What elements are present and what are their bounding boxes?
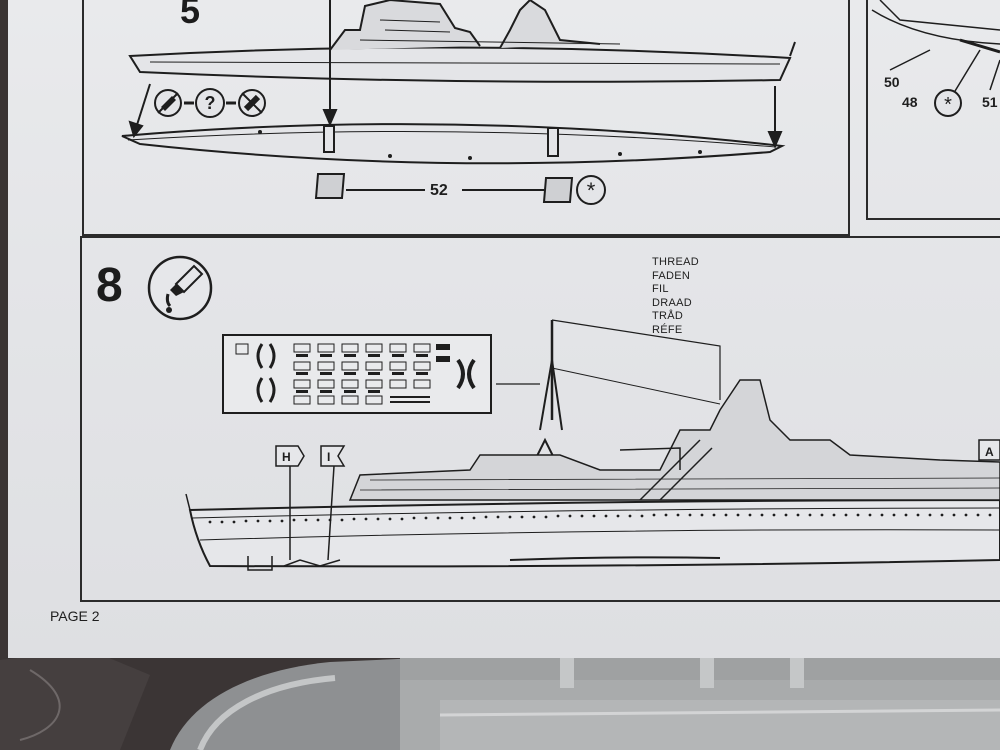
decal-grid <box>235 343 476 405</box>
part-number-51: 51 <box>982 94 998 110</box>
thread-note: THREAD FADEN FIL DRAAD TRÅD RÉFE <box>652 256 699 338</box>
right-panel-drawing <box>871 0 1000 97</box>
thread-line-5: TRÅD <box>652 310 684 323</box>
part-number-48: 48 <box>902 94 918 110</box>
no-glue-icon-left <box>154 89 182 117</box>
step-8-number: 8 <box>96 259 123 312</box>
thread-line-6: RÉFE <box>652 323 683 336</box>
flag-h-label: H <box>282 450 291 464</box>
cement-tube-icon <box>147 255 213 321</box>
thread-line-2: FADEN <box>652 269 691 282</box>
decal-sheet <box>222 334 492 414</box>
part-number-52: 52 <box>430 182 448 199</box>
flag-staffs <box>275 439 1000 561</box>
step-right-panel <box>866 0 1000 220</box>
no-glue-icon-right <box>238 89 266 117</box>
question-icon: ? <box>195 88 225 118</box>
step-5-number: 5 <box>180 0 201 31</box>
step-5-hull-drawing: ? * * <box>121 0 1000 205</box>
thread-line-3: FIL <box>652 283 669 296</box>
asterisk-icon-step5: * <box>576 175 606 205</box>
step-5-panel <box>82 0 850 236</box>
step5-icon-row: ? <box>154 88 266 118</box>
part-number-50: 50 <box>884 74 900 90</box>
flag-i-label: I <box>327 450 331 464</box>
flag-a-label: A <box>985 445 994 459</box>
page-number: PAGE 2 <box>50 608 100 624</box>
plastic-sprue <box>0 640 1000 750</box>
svg-text:?: ? <box>205 93 216 113</box>
thread-line-1: THREAD <box>652 256 700 268</box>
asterisk-icon-right: * <box>934 89 962 117</box>
step-8-ship-drawing <box>147 255 1000 571</box>
svg-text:*: * <box>944 94 952 116</box>
portholes <box>208 513 992 524</box>
svg-text:*: * <box>587 178 596 203</box>
step-8-panel <box>80 236 1000 602</box>
thread-line-4: DRAAD <box>652 296 693 309</box>
